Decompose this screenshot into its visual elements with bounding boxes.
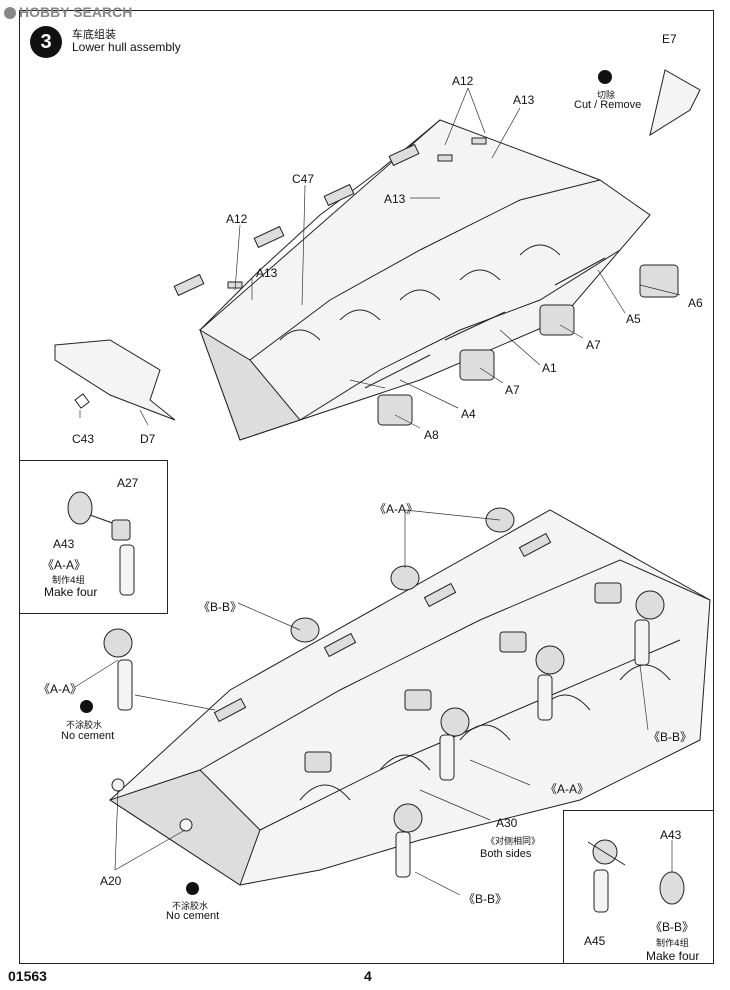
label-a13-left: A13	[256, 266, 278, 280]
cut-note-cn: 切除	[597, 91, 616, 101]
label-a5: A5	[626, 312, 641, 326]
watermark-circle-icon	[4, 7, 16, 20]
label-a7-b: A7	[505, 383, 520, 397]
inset-left-drawing	[67, 491, 135, 596]
inset-left-a43: A43	[53, 537, 75, 551]
label-aa-right: 《A-A》	[545, 782, 590, 796]
inset-right-box	[563, 810, 714, 964]
inset-left-a27: A27	[117, 476, 139, 490]
cut-icon	[598, 70, 612, 84]
inset-right-section: 《B-B》	[650, 920, 695, 934]
label-bb-right: 《B-B》	[648, 730, 693, 744]
no-cement-icon-1	[80, 700, 93, 713]
step-title-en: Lower hull assembly	[72, 40, 181, 54]
label-bb-left: 《B-B》	[198, 600, 243, 614]
upper-leader-lines	[79, 87, 681, 429]
no-cement-icon-2	[186, 882, 199, 895]
label-a4: A4	[461, 407, 476, 421]
label-a6: A6	[688, 296, 703, 310]
label-d7: D7	[140, 432, 156, 446]
both-sides-en: Both sides	[480, 848, 532, 860]
page-number: 4	[364, 968, 372, 984]
lower-leader-lines	[74, 509, 649, 896]
step-number-badge: 3	[30, 26, 62, 58]
label-a12-top: A12	[452, 74, 474, 88]
inset-right-a43: A43	[660, 828, 682, 842]
label-c47: C47	[292, 172, 315, 186]
inset-left-box	[19, 460, 168, 614]
label-aa-top: 《A-A》	[374, 502, 419, 516]
label-bb-bottom: 《B-B》	[463, 892, 508, 906]
inset-left-make-en: Make four	[44, 585, 98, 599]
inset-right-a45: A45	[584, 934, 606, 948]
label-a8: A8	[424, 428, 439, 442]
label-a12-left: A12	[226, 212, 248, 226]
label-a13-top: A13	[513, 93, 535, 107]
inset-left-section: 《A-A》	[42, 558, 87, 572]
label-aa-left: 《A-A》	[38, 682, 83, 696]
cut-note-en: Cut / Remove	[574, 99, 642, 111]
kit-number: 01563	[8, 968, 47, 984]
label-a13-mid: A13	[384, 192, 406, 206]
inset-right-make-cn: 制作4组	[656, 939, 689, 949]
no-cement-en-2: No cement	[166, 910, 220, 922]
watermark-text: HOBBY SEARCH	[19, 4, 133, 20]
inset-right-make-en: Make four	[646, 949, 700, 963]
label-e7: E7	[662, 32, 677, 46]
both-sides-cn: 《对侧相同》	[486, 837, 541, 847]
label-a1: A1	[542, 361, 557, 375]
inset-right-drawing	[587, 839, 685, 913]
step-title-cn: 车底组装	[72, 28, 116, 41]
no-cement-cn-1: 不涂胶水	[66, 721, 103, 731]
inset-left-make-cn: 制作4组	[52, 576, 85, 586]
label-c43: C43	[72, 432, 95, 446]
label-a20: A20	[100, 874, 122, 888]
upper-hull-drawing	[54, 69, 701, 441]
label-a30: A30	[496, 816, 518, 830]
no-cement-en-1: No cement	[61, 730, 115, 742]
lower-hull-drawing	[103, 507, 711, 886]
watermark-logo: HOBBY SEARCH	[4, 4, 132, 20]
label-a7-a: A7	[586, 338, 601, 352]
no-cement-cn-2: 不涂胶水	[172, 902, 209, 912]
